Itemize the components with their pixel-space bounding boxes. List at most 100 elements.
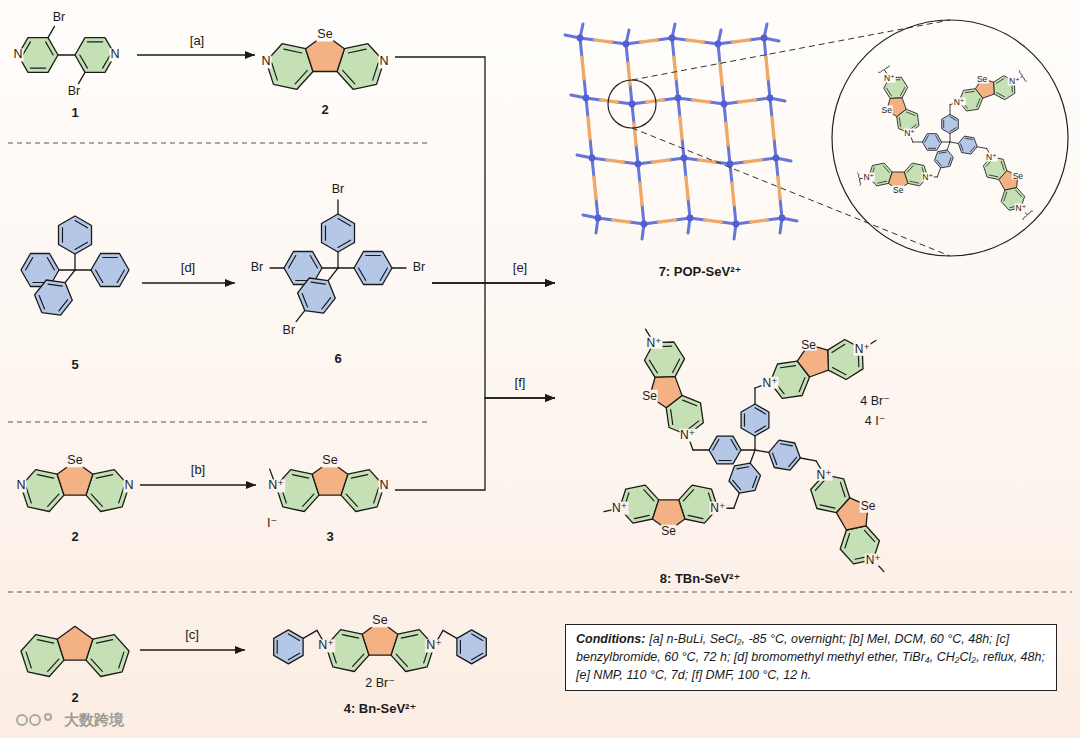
network-node — [589, 155, 596, 162]
network-linker — [720, 63, 722, 85]
atom-label: Se — [892, 186, 904, 195]
double-bond-line — [37, 640, 53, 643]
double-bond-line — [75, 242, 88, 249]
atom-label: Br — [331, 183, 346, 196]
double-bond-line — [117, 270, 124, 283]
bond-line — [950, 142, 958, 143]
network-linker — [659, 220, 676, 222]
double-bond-line — [277, 640, 278, 653]
double-bond-line — [289, 255, 296, 268]
bond-line — [337, 200, 338, 214]
watermark: 大数跨境 — [63, 712, 125, 728]
atom-label: N — [378, 55, 389, 68]
double-bond-line — [39, 296, 44, 309]
atom-label: N — [379, 479, 390, 492]
reaction-condition-label: [e] — [511, 261, 529, 275]
selenophenodipyridine-unit — [21, 626, 129, 676]
compound-structure — [266, 35, 384, 90]
watermark-icon-ring — [30, 715, 40, 725]
bond-line — [65, 270, 75, 283]
selenophenodipyridine-unit — [276, 461, 384, 511]
bond-line — [693, 449, 709, 450]
phenyl-ring — [958, 136, 977, 154]
double-bond-line — [295, 70, 307, 84]
double-bond-line — [887, 88, 892, 96]
double-bond-line — [713, 439, 719, 450]
bond-line — [303, 630, 317, 638]
double-bond-line — [30, 68, 45, 69]
double-bond-line — [351, 475, 367, 478]
double-bond-line — [396, 654, 407, 666]
bond-line — [338, 267, 354, 268]
double-bond-line — [348, 49, 366, 53]
compound-number: 4: Bn-SeV²⁺ — [344, 702, 417, 717]
double-bond-line — [744, 414, 745, 426]
network-linker — [582, 57, 584, 79]
bond-line — [48, 26, 55, 37]
double-bond-line — [472, 634, 483, 640]
network-linker — [674, 57, 676, 79]
network-linker — [640, 183, 642, 205]
atom-label: N — [124, 479, 135, 492]
atom-label: N⁺ — [679, 429, 696, 442]
conditions-box: Conditions:[a] n-BuLi, SeCl₂, -85 °C, ov… — [565, 624, 1057, 691]
atom-label: Br — [67, 85, 82, 98]
porous-network — [565, 24, 797, 239]
magnifier-circle — [608, 80, 656, 128]
network-linker — [588, 117, 590, 139]
bond-line — [79, 72, 86, 83]
double-bond-line — [907, 166, 913, 173]
reaction-arrow — [140, 649, 245, 650]
double-bond-line — [997, 93, 1005, 97]
bond-line — [75, 269, 91, 270]
phenyl-ring — [354, 252, 392, 285]
double-bond-line — [103, 257, 117, 258]
compound-structure — [270, 461, 384, 511]
reaction-condition-label: [d] — [179, 261, 197, 275]
network-node — [635, 161, 642, 168]
double-bond-line — [731, 439, 737, 450]
network-linker — [653, 160, 670, 162]
network-linker — [733, 40, 750, 42]
phenyl-ring — [457, 630, 486, 664]
atom-label: N — [109, 48, 120, 61]
atom-label: N — [12, 48, 23, 61]
bond-line — [950, 105, 951, 115]
atom-label: N⁺ — [903, 129, 916, 138]
double-bond-line — [47, 257, 54, 270]
compound-group: 1 — [5, 5, 137, 125]
double-bond-line — [833, 368, 846, 375]
compound-structure — [274, 621, 487, 671]
compound-structure — [21, 626, 129, 676]
double-bond-line — [37, 475, 53, 478]
conditions-heading: Conditions: — [576, 632, 645, 646]
network-linker — [766, 57, 768, 79]
wavy-bond — [857, 173, 860, 186]
double-bond-line — [284, 49, 302, 53]
zoom-leader — [632, 20, 950, 80]
double-bond-line — [87, 41, 102, 42]
atom-label: Se — [1012, 171, 1024, 180]
selenophenodipyridine-unit — [266, 35, 384, 90]
double-bond-line — [977, 99, 980, 107]
double-bond-line — [472, 653, 483, 659]
wavy-bond — [1023, 211, 1033, 220]
compound-structure — [270, 200, 406, 322]
double-bond-line — [75, 221, 88, 228]
network-node — [669, 35, 676, 42]
atom-label: N⁺ — [611, 502, 628, 515]
atom-label: Se — [641, 390, 658, 403]
phenyl-ring — [35, 280, 73, 315]
double-bond-line — [48, 659, 59, 671]
double-bond-line — [62, 228, 63, 242]
phenyl-ring — [934, 150, 953, 168]
atom-label: N⁺ — [816, 468, 833, 481]
bond-line — [755, 450, 769, 452]
phenyl-ring — [298, 278, 336, 313]
selenophenodipyridine-unit — [21, 461, 129, 511]
double-bond-line — [91, 659, 102, 671]
reaction-arrow — [395, 398, 555, 490]
network-linker — [772, 117, 774, 139]
network-linker — [613, 220, 630, 222]
atom-label: N — [261, 55, 272, 68]
